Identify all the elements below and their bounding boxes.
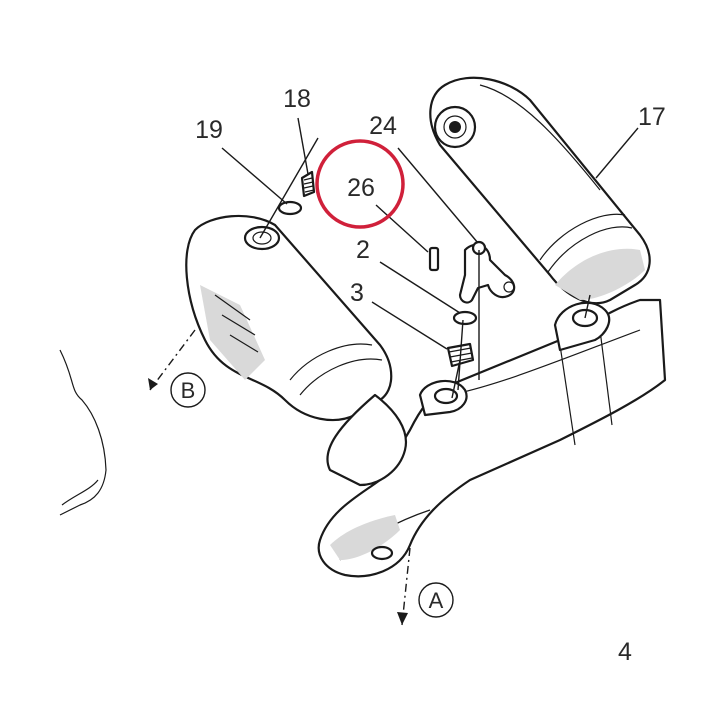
- marker-a-label: A: [429, 588, 444, 613]
- left-silencer: [185, 214, 408, 487]
- bracket-24: [458, 243, 516, 304]
- direction-marker-a: A: [397, 547, 454, 626]
- callout-24: 24: [369, 112, 397, 140]
- callout-18: 18: [283, 85, 311, 113]
- leader-lines: [221, 117, 639, 350]
- callout-17: 17: [638, 103, 666, 131]
- frame-fragment: [59, 349, 107, 516]
- callout-3: 3: [350, 279, 364, 307]
- right-silencer: [429, 76, 651, 305]
- spring-18: [300, 170, 316, 198]
- washer-19: [277, 200, 303, 216]
- callout-19: 19: [195, 116, 223, 144]
- bolt-26: [428, 246, 440, 272]
- highlight-circle: [315, 139, 405, 229]
- washer-2: [452, 310, 478, 326]
- callouts: 18 19 24 17 26 2 3: [195, 85, 666, 307]
- axis-lines: [259, 137, 591, 399]
- collector-pipe: [317, 298, 667, 578]
- callout-2: 2: [356, 236, 370, 264]
- marker-b-label: B: [181, 378, 196, 403]
- page-number: 4: [618, 638, 632, 666]
- direction-marker-b: B: [148, 329, 206, 408]
- callout-26: 26: [347, 174, 375, 202]
